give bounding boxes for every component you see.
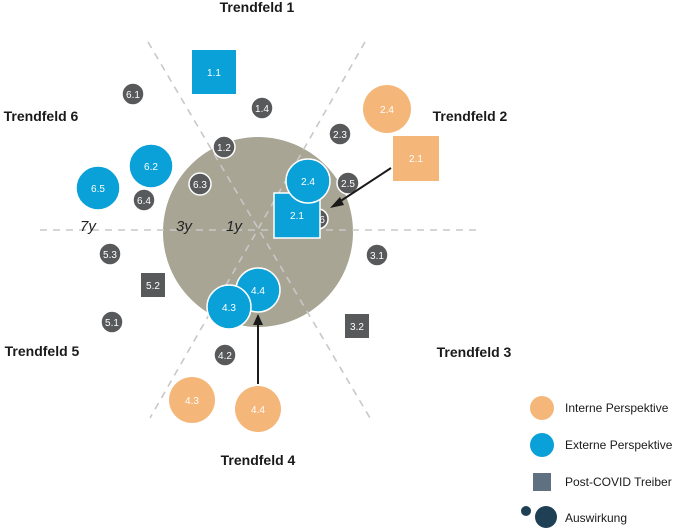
node-2-4-interne[interactable]: 2.4 [363,85,411,133]
node-circle [98,242,122,266]
node-label: 2.3 [333,130,347,141]
trendfeld-1-label: Trendfeld 1 [220,0,295,15]
node-circle [188,172,212,196]
sector-guides [40,41,478,419]
node-4-3-interne[interactable]: 4.3 [169,377,215,423]
externe-swatch [530,433,554,457]
node-label: 2.4 [380,105,394,116]
node-label: 3.1 [370,251,384,262]
node-label: 5.1 [105,318,119,329]
post-covid-interne-square [393,136,439,181]
node-label: 5.3 [103,250,117,261]
externe-circle [206,284,252,330]
node-label: 6.3 [193,180,207,191]
externe-circle [128,143,174,189]
node-2-3[interactable]: 2.3 [328,122,352,146]
node-2-1-interne[interactable]: 2.1 [393,136,439,181]
node-5-2[interactable]: 5.2 [141,273,165,297]
node-3-1[interactable]: 3.1 [365,243,389,267]
node-label: 6.2 [144,162,158,173]
node-1-1[interactable]: 1.1 [192,50,236,94]
interne-circle [169,377,215,423]
node-label: 1.2 [217,143,231,154]
legend-label-interne: Interne Perspektive [565,401,669,415]
post-covid-externe-square [192,50,236,94]
node-2-5[interactable]: 2.5 [336,171,360,195]
trendfeld-4-label: Trendfeld 4 [221,452,296,468]
node-circle [336,171,360,195]
legend-label-auswirkung: Auswirkung [565,511,627,525]
arrow-2-1 [330,167,392,208]
node-4-3-externe[interactable]: 4.3 [206,284,252,330]
node-circle [213,343,237,367]
node-5-3[interactable]: 5.3 [98,242,122,266]
node-label: 6.4 [137,196,151,207]
node-label: 4.3 [222,303,236,314]
legend: Interne Perspektive Externe Perspektive … [521,396,673,528]
node-circle [132,188,156,212]
legend-label-externe: Externe Perspektive [565,438,673,452]
node-4-4-interne[interactable]: 4.4 [235,386,281,432]
ring-label-3y: 3y [176,218,193,235]
node-label: 2.1 [290,211,304,222]
node-circle [250,96,274,120]
arrow-4-4 [253,314,263,384]
node-label: 6.1 [126,90,140,101]
node-circle [365,243,389,267]
node-circle [100,310,124,334]
node-3-2[interactable]: 3.2 [345,314,369,338]
trendfeld-2-label: Trendfeld 2 [433,108,508,124]
node-6-4[interactable]: 6.4 [132,188,156,212]
node-label: 5.2 [146,281,160,292]
auswirkung-large-swatch [535,506,557,528]
post-covid-swatch [533,473,551,491]
node-6-2[interactable]: 6.2 [128,143,174,189]
node-label: 4.4 [251,286,265,297]
auswirkung-small-swatch [521,506,531,516]
trendfeld-6-label: Trendfeld 6 [4,108,79,124]
node-6-1[interactable]: 6.1 [121,82,145,106]
node-label: 4.2 [218,351,232,362]
ring-label-7y: 7y [80,218,97,235]
legend-label-post-covid: Post-COVID Treiber [565,475,672,489]
post-covid-square [345,314,369,338]
node-circle [328,122,352,146]
legend-item-post-covid: Post-COVID Treiber [533,473,672,491]
externe-circle [75,165,121,211]
post-covid-square [141,273,165,297]
legend-item-auswirkung: Auswirkung [521,506,627,528]
node-1-2[interactable]: 1.2 [212,135,236,159]
node-label: 2.1 [409,154,423,165]
legend-item-externe: Externe Perspektive [530,433,673,457]
interne-circle [235,386,281,432]
interne-swatch [530,396,554,420]
node-4-2[interactable]: 4.2 [213,343,237,367]
ring-label-1y: 1y [226,218,243,235]
node-label: 4.3 [185,396,199,407]
node-label: 1.4 [255,104,269,115]
interne-circle [363,85,411,133]
node-6-5[interactable]: 6.5 [75,165,121,211]
node-5-1[interactable]: 5.1 [100,310,124,334]
node-2-4-externe[interactable]: 2.4 [285,158,331,204]
node-label: 4.4 [251,405,265,416]
node-label: 2.5 [341,179,355,190]
node-label: 1.1 [207,68,221,79]
node-1-4[interactable]: 1.4 [250,96,274,120]
node-label: 6.5 [91,184,105,195]
node-circle [212,135,236,159]
node-2-1-externe[interactable]: 2.1 [273,192,321,239]
node-label: 2.4 [301,177,315,188]
node-6-3[interactable]: 6.3 [188,172,212,196]
externe-circle [285,158,331,204]
node-circle [121,82,145,106]
trendfeld-3-label: Trendfeld 3 [437,344,512,360]
trendfeld-5-label: Trendfeld 5 [5,343,80,359]
node-label: 3.2 [350,322,364,333]
legend-item-interne: Interne Perspektive [530,396,669,420]
